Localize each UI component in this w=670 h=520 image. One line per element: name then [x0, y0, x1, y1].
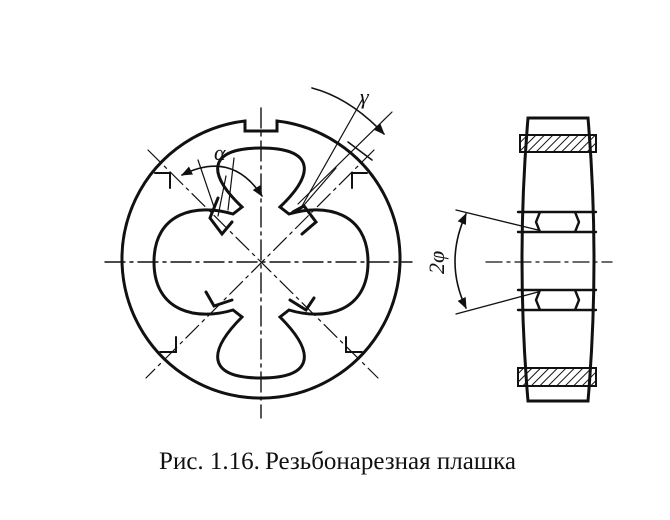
diagonal-axis-1 — [147, 149, 379, 379]
chip-lobes — [152, 146, 370, 380]
corner-mark-tl — [154, 172, 171, 189]
front-view — [104, 87, 413, 419]
section-outline — [520, 116, 596, 403]
corner-mark-bl — [159, 336, 177, 353]
caption-title: Резьбонарезная плашка — [264, 448, 516, 475]
gamma-label: γ — [360, 84, 370, 109]
rake-edge-bl — [204, 290, 234, 308]
side-section — [454, 116, 613, 403]
caption-number: Рис. 1.16. — [159, 448, 260, 475]
outer-circle — [120, 119, 402, 400]
rake-edge-br — [288, 296, 316, 313]
figure-caption: Рис. 1.16.Резьбонарезная плашка — [0, 448, 670, 476]
alpha-label: α — [214, 140, 226, 165]
gamma-arc — [311, 87, 385, 135]
corner-mark-br — [345, 336, 363, 353]
hole-lower — [516, 288, 598, 312]
alpha-arc — [180, 165, 263, 197]
two-phi-label: 2φ — [424, 251, 449, 274]
gamma-tick — [347, 141, 373, 161]
phi-line-upper — [455, 209, 539, 231]
phi-line-lower — [455, 291, 539, 315]
rake-line-tr — [297, 167, 337, 213]
diagonal-axis-2 — [145, 149, 375, 379]
rake-edge-tr — [291, 204, 319, 236]
hole-upper — [516, 210, 598, 234]
alpha-leg-2 — [227, 157, 235, 211]
hatch-bottom — [517, 367, 597, 387]
corner-mark-tr — [351, 172, 368, 189]
gamma-leg-1 — [301, 99, 363, 207]
hatch-top — [519, 134, 597, 153]
gamma-leg-2 — [297, 111, 393, 205]
phi-arc — [454, 212, 467, 310]
